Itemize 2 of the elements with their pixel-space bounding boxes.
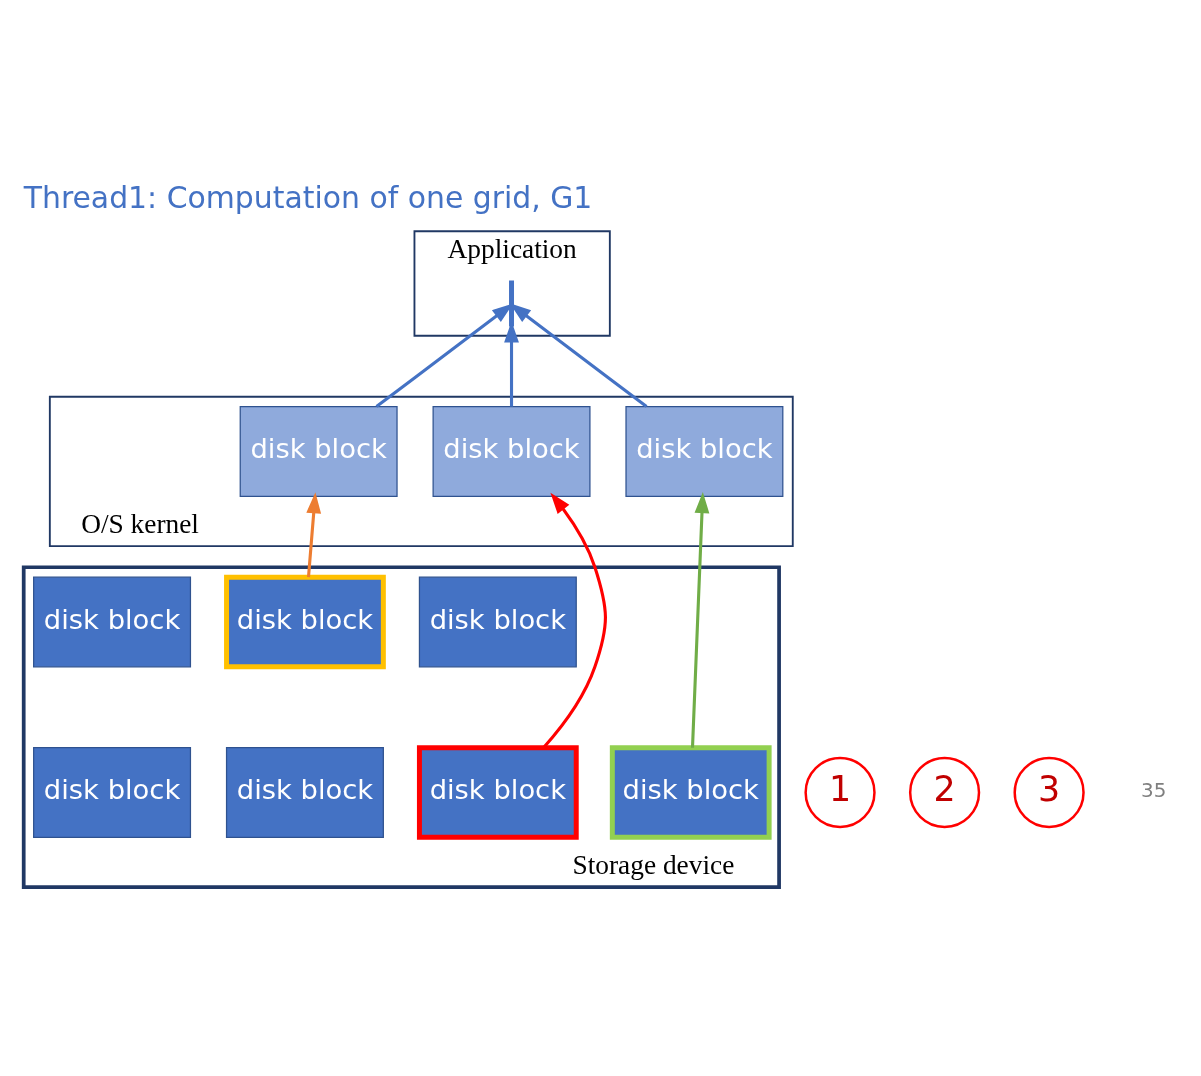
label: 35: [1140, 779, 1167, 803]
diagram-title: Thread1: Computation of one grid, G1: [23, 179, 593, 215]
